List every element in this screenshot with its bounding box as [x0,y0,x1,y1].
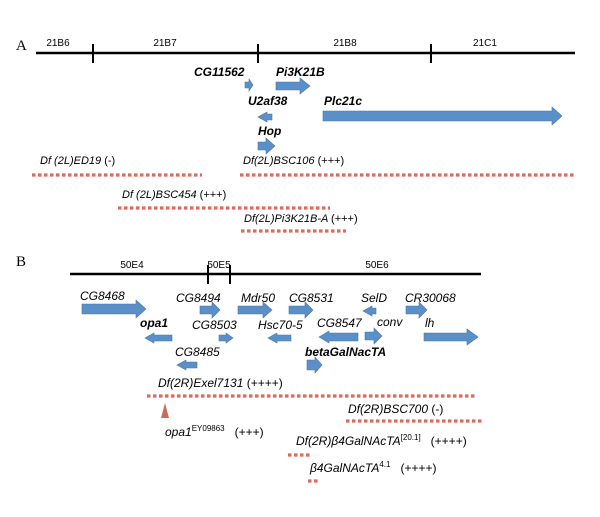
df-bsc454: Df (2L)BSC454 (+++) [122,189,226,201]
gene-arrow-cg8485 [176,359,198,371]
gene-arrow-mdr50 [237,301,273,319]
band-label: 21B7 [153,38,177,49]
p-element-insertion-marker [161,403,169,418]
df-b4galnacta-41-name: β4GalNAcTA [309,461,379,475]
gene-label-plc21c: Plc21c [324,94,362,108]
gene-arrow-cg8494 [199,301,221,319]
gene-arrow-conv [364,327,383,345]
df-bsc700-result: (-) [431,402,443,416]
gene-label-conv: conv [377,315,403,329]
band-label: 50E5 [207,260,231,271]
df-b4galnacta-20-result: (++++) [431,434,467,448]
gene-label-cg8547: CG8547 [317,316,363,330]
band-label: 50E4 [120,260,144,271]
df-exel7131-name: Df(2R)Exel7131 [158,376,243,390]
gene-arrow-betagalnacta [306,356,323,374]
panel-a-label: A [16,38,27,54]
gene-arrow-cg8503 [218,332,234,344]
gene-arrow-cg11562 [244,78,254,92]
df-b4galnacta-41-result: (++++) [400,461,436,475]
df-b4galnacta-20-superscript: [20.1] [401,433,421,442]
panel-b-label: B [16,254,26,270]
gene-arrow-hsc70-5 [267,332,292,344]
gene-label-cg8503: CG8503 [192,318,237,332]
gene-label-pi3k21b: Pi3K21B [276,65,325,79]
gene-label-cr30068: CR30068 [405,291,456,305]
df-b4galnacta-41: β4GalNAcTA4.1 (++++) [309,460,436,475]
df-b4galnacta-20-name: Df(2R)β4GalNAcTA [296,434,401,448]
gene-label-cg11562: CG11562 [194,65,245,79]
df-opa1-ey09863-superscript: EY09863 [192,424,225,433]
df-bsc106-result: (+++) [318,155,345,167]
df-opa1-ey09863-result: (+++) [235,425,264,439]
df-bsc454-result: (+++) [200,189,227,201]
gene-arrow-cg8468 [81,299,147,319]
df-ed19-result: (-) [104,155,115,167]
gene-label-cg8485: CG8485 [175,345,220,359]
gene-label-opa1: opa1 [140,316,168,330]
gene-label-cg8531: CG8531 [289,291,334,305]
gene-arrow-hop [257,137,276,155]
band-label: 50E6 [365,260,389,271]
df-ed19: Df (2L)ED19 (-) [40,155,115,167]
gene-label-mdr50: Mdr50 [241,291,275,305]
band-label: 21B8 [333,38,357,49]
df-opa1-ey09863: opa1EY09863 (+++) [165,424,264,439]
df-bsc106: Df(2L)BSC106 (+++) [243,155,344,167]
df-pi3k21b-a: Df(2L)Pi3K21B-A (+++) [244,213,358,225]
df-pi3k21b-a-result: (+++) [331,213,358,225]
band-label: 21C1 [473,38,497,49]
df-exel7131-result: (++++) [247,376,283,390]
gene-arrow-lh [423,328,479,346]
gene-arrow-cg8547 [318,330,359,344]
df-bsc106-name: Df(2L)BSC106 [243,155,315,167]
gene-label-cg8494: CG8494 [176,291,221,305]
df-b4galnacta-20: Df(2R)β4GalNAcTA[20.1] (++++) [296,433,467,448]
band-label: 21B6 [46,38,70,49]
df-b4galnacta-41-superscript: 4.1 [379,460,391,469]
df-exel7131: Df(2R)Exel7131 (++++) [158,376,283,390]
gene-label-u2af38: U2af38 [248,94,288,108]
df-bsc454-name: Df (2L)BSC454 [122,189,197,201]
df-pi3k21b-a-name: Df(2L)Pi3K21B-A [244,213,328,225]
gene-arrow-cr30068 [405,301,428,319]
df-bsc700-name: Df(2R)BSC700 [348,402,428,416]
gene-label-cg8468: CG8468 [80,289,125,303]
gene-label-hsc70-5: Hsc70-5 [258,318,303,332]
gene-arrow-seld [362,305,377,317]
gene-arrow-pi3k21b [275,77,311,95]
gene-arrow-cg8531 [288,301,314,319]
gene-label-betagalnacta: betaGalNacTA [305,345,386,359]
gene-label-hop: Hop [258,124,281,138]
df-ed19-name: Df (2L)ED19 [40,155,101,167]
gene-arrow-opa1 [144,332,173,344]
gene-arrow-plc21c [322,106,563,126]
df-opa1-ey09863-name: opa1 [165,425,192,439]
gene-label-seld: SelD [361,291,387,305]
df-bsc700: Df(2R)BSC700 (-) [348,402,443,416]
gene-arrow-u2af38 [257,111,273,123]
gene-label-lh: lh [425,316,435,330]
